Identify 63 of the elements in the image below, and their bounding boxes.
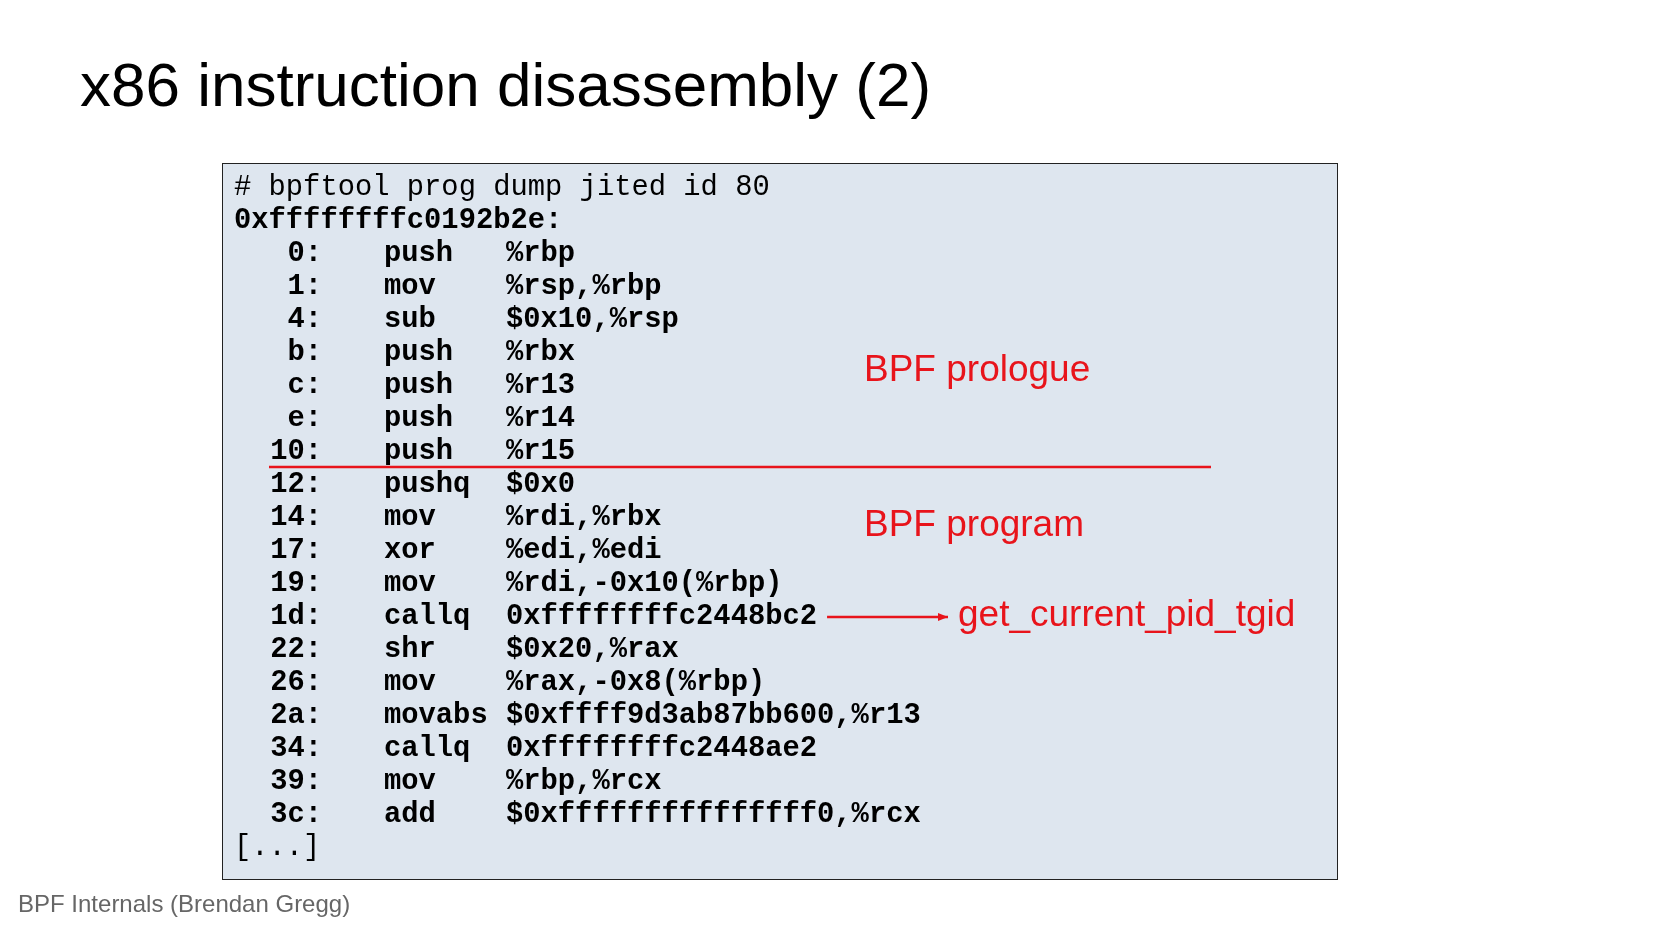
offset-label: e: bbox=[286, 403, 322, 435]
operand: %rbp bbox=[506, 238, 576, 270]
instruction-mnemonic: mov bbox=[384, 502, 436, 534]
function-label: get_current_pid_tgid bbox=[958, 593, 1296, 635]
offset-label: 1d: bbox=[269, 601, 322, 633]
operand: $0xfffffffffffffff0,%rcx bbox=[506, 799, 921, 831]
section-label: BPF program bbox=[864, 503, 1084, 545]
command-line: # bpftool prog dump jited id 80 bbox=[234, 172, 770, 204]
offset-label: 39: bbox=[269, 766, 322, 798]
operand: %rax,-0x8(%rbp) bbox=[506, 667, 766, 699]
offset-label: 26: bbox=[269, 667, 322, 699]
operand: $0x10,%rsp bbox=[506, 304, 679, 336]
offset-label: c: bbox=[286, 370, 322, 402]
offset-label: 3c: bbox=[269, 799, 322, 831]
offset-label: 10: bbox=[269, 436, 322, 468]
operand: %edi,%edi bbox=[506, 535, 662, 567]
instruction-mnemonic: push bbox=[384, 370, 454, 402]
operand: %rdi,-0x10(%rbp) bbox=[506, 568, 783, 600]
offset-label: 17: bbox=[269, 535, 322, 567]
ellipsis: [...] bbox=[234, 832, 321, 864]
instruction-mnemonic: mov bbox=[384, 766, 436, 798]
operand: $0x0 bbox=[506, 469, 576, 501]
instruction-mnemonic: push bbox=[384, 337, 454, 369]
offset-label: 2a: bbox=[269, 700, 322, 732]
instruction-mnemonic: sub bbox=[384, 304, 436, 336]
instruction-mnemonic: callq bbox=[384, 601, 471, 633]
footer-caption: BPF Internals (Brendan Gregg) bbox=[18, 890, 351, 918]
instruction-mnemonic: add bbox=[384, 799, 436, 831]
offset-label: 0: bbox=[286, 238, 322, 270]
operand: %r14 bbox=[506, 403, 576, 435]
operand: 0xffffffffc2448ae2 bbox=[506, 733, 818, 765]
instruction-mnemonic: xor bbox=[384, 535, 436, 567]
operand: %r15 bbox=[506, 436, 576, 468]
operand: %rdi,%rbx bbox=[506, 502, 662, 534]
operand: %rbp,%rcx bbox=[506, 766, 662, 798]
offset-label: 22: bbox=[269, 634, 322, 666]
instruction-mnemonic: mov bbox=[384, 667, 436, 699]
offset-label: 34: bbox=[269, 733, 322, 765]
instruction-mnemonic: mov bbox=[384, 568, 436, 600]
instruction-mnemonic: push bbox=[384, 436, 454, 468]
operand-address: 0xffffffffc2448bc2 bbox=[506, 601, 818, 633]
section-label: BPF prologue bbox=[864, 348, 1091, 390]
operand: %rbx bbox=[506, 337, 576, 369]
operand: $0x20,%rax bbox=[506, 634, 679, 666]
address-header: 0xffffffffc0192b2e: bbox=[234, 205, 563, 237]
operand: %r13 bbox=[506, 370, 576, 402]
instruction-mnemonic: pushq bbox=[384, 469, 471, 501]
instruction-mnemonic: callq bbox=[384, 733, 471, 765]
offset-label: b: bbox=[286, 337, 322, 369]
offset-label: 1: bbox=[286, 271, 322, 303]
instruction-mnemonic: push bbox=[384, 403, 454, 435]
operand: %rsp,%rbp bbox=[506, 271, 662, 303]
offset-label: 12: bbox=[269, 469, 322, 501]
instruction-mnemonic: shr bbox=[384, 634, 436, 666]
offset-label: 14: bbox=[269, 502, 322, 534]
instruction-mnemonic: mov bbox=[384, 271, 436, 303]
instruction-mnemonic: movabs bbox=[384, 700, 488, 732]
arrow bbox=[827, 613, 948, 621]
operand: $0xffff9d3ab87bb600,%r13 bbox=[506, 700, 921, 732]
offset-label: 19: bbox=[269, 568, 322, 600]
offset-label: 4: bbox=[286, 304, 322, 336]
instruction-mnemonic: push bbox=[384, 238, 454, 270]
slide-title: x86 instruction disassembly (2) bbox=[80, 50, 932, 120]
